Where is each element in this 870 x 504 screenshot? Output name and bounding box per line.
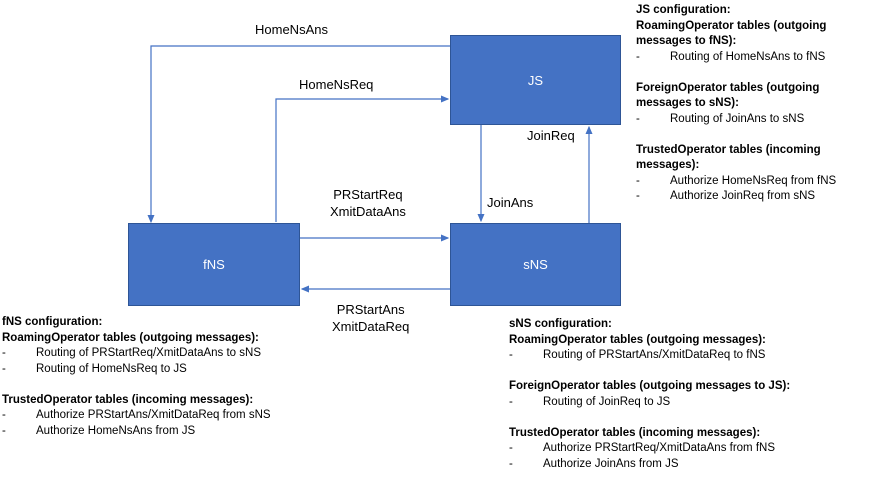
node-sns-label: sNS	[523, 257, 548, 272]
bullet-dash-icon: -	[2, 409, 6, 421]
config-item-list: - Routing of JoinAns to sNS	[636, 112, 870, 128]
config-section-gap	[509, 410, 870, 426]
node-fns[interactable]: fNS	[128, 223, 300, 306]
config-section: TrustedOperator tables (incoming message…	[2, 393, 332, 440]
config-item-text: Authorize HomeNsReq from fNS	[670, 174, 837, 187]
config-item: - Routing of JoinAns to sNS	[636, 112, 870, 128]
config-item-text: Routing of HomeNsReq to JS	[36, 362, 187, 375]
config-item-text: Routing of JoinReq to JS	[543, 395, 671, 408]
bullet-dash-icon: -	[509, 349, 513, 361]
config-section: RoamingOperator tables (outgoing message…	[636, 19, 870, 66]
config-section-heading: RoamingOperator tables (outgoing message…	[2, 331, 259, 344]
bullet-dash-icon: -	[636, 174, 640, 187]
bullet-dash-icon: -	[636, 50, 640, 63]
config-item: - Authorize HomeNsAns from JS	[2, 424, 332, 440]
config-section: RoamingOperator tables (outgoing message…	[509, 333, 870, 364]
config-section-heading: RoamingOperator tables (outgoing message…	[509, 333, 766, 346]
bullet-dash-icon: -	[2, 347, 6, 359]
config-section: RoamingOperator tables (outgoing message…	[2, 331, 332, 378]
config-item-list: - Routing of PRStartAns/XmitDataReq to fN…	[509, 348, 870, 364]
config-section-gap	[509, 364, 870, 380]
config-item-list: - Routing of JoinReq to JS	[509, 395, 870, 411]
node-sns[interactable]: sNS	[450, 223, 621, 306]
config-block-sns: sNS configuration: RoamingOperator tables…	[509, 317, 870, 472]
config-item-text: Authorize PRStartReq/XmitDataAns from fN…	[543, 442, 775, 454]
config-section-heading: TrustedOperator tables (incoming message…	[2, 393, 254, 406]
bullet-dash-icon: -	[636, 190, 640, 202]
config-item: - Routing of HomeNsAns to fNS	[636, 50, 870, 66]
edge-label-joinreq: JoinReq	[527, 128, 575, 143]
config-item: - Authorize JoinReq from sNS	[636, 189, 870, 205]
config-item: - Authorize HomeNsReq from fNS	[636, 174, 870, 190]
config-block-js: JS configuration: RoamingOperator tables …	[636, 3, 870, 205]
edge-homensreq-arrow	[275, 95, 450, 222]
edge-label-homensreq: HomeNsReq	[299, 77, 374, 92]
config-item: - Authorize JoinAns from JS	[509, 457, 870, 473]
bullet-dash-icon: -	[509, 457, 513, 470]
config-section: ForeignOperator tables (outgoing message…	[509, 379, 870, 410]
bullet-dash-icon: -	[509, 395, 513, 408]
config-item-text: Authorize HomeNsAns from JS	[36, 424, 196, 437]
config-section-gap	[636, 127, 870, 143]
bullet-dash-icon: -	[636, 112, 640, 125]
config-item-text: Authorize PRStartAns/XmitDataReq from sN…	[36, 409, 271, 421]
config-title-js: JS configuration:	[636, 4, 731, 16]
edge-homensans-arrow	[147, 45, 450, 224]
node-js[interactable]: JS	[450, 35, 621, 125]
config-item-text: Routing of HomeNsAns to fNS	[670, 50, 826, 63]
config-section-heading: TrustedOperator tables (incoming message…	[509, 426, 761, 439]
config-section-gap	[2, 377, 332, 393]
node-js-label: JS	[527, 72, 544, 88]
config-item-text: Routing of JoinAns to sNS	[670, 112, 805, 125]
config-item: - Authorize PRStartReq/XmitDataAns from f…	[509, 441, 870, 457]
config-item-list: - Authorize HomeNsReq from fNS - Authorize …	[636, 174, 870, 205]
config-item-text: Authorize JoinReq from sNS	[670, 190, 816, 202]
bullet-dash-icon: -	[2, 424, 6, 437]
config-block-fns: fNS configuration: RoamingOperator tables…	[2, 315, 332, 439]
config-item: - Routing of JoinReq to JS	[509, 395, 870, 411]
config-item-list: - Authorize PRStartAns/XmitDataReq from s…	[2, 408, 332, 439]
config-section-heading: ForeignOperator tables (outgoing message…	[509, 380, 791, 392]
config-item-list: - Authorize PRStartReq/XmitDataAns from f…	[509, 441, 870, 472]
edge-label-prstartans: PRStartAns XmitDataReq	[332, 302, 410, 334]
config-title-fns: fNS configuration:	[2, 316, 103, 328]
config-item: - Routing of PRStartAns/XmitDataReq to fN…	[509, 348, 870, 364]
config-item-text: Routing of PRStartReq/XmitDataAns to sNS	[36, 347, 261, 359]
config-title-sns: sNS configuration:	[509, 318, 612, 330]
node-fns-label: fNS	[203, 257, 225, 272]
config-section-gap	[636, 65, 870, 81]
config-item-text: Routing of PRStartAns/XmitDataReq to fNS	[543, 349, 766, 361]
config-item: - Authorize PRStartAns/XmitDataReq from s…	[2, 408, 332, 424]
edge-label-homensans: HomeNsAns	[255, 22, 328, 37]
config-section-heading: RoamingOperator tables (outgoing message…	[636, 19, 830, 48]
config-section-heading: TrustedOperator tables (incoming message…	[636, 143, 824, 172]
edge-label-prstartreq: PRStartReq XmitDataAns	[330, 187, 406, 219]
config-section: ForeignOperator tables (outgoing message…	[636, 81, 870, 128]
bullet-dash-icon: -	[509, 442, 513, 454]
config-item-list: - Routing of HomeNsAns to fNS	[636, 50, 870, 66]
config-item-list: - Routing of PRStartReq/XmitDataAns to sN…	[2, 346, 332, 377]
config-section-heading: ForeignOperator tables (outgoing message…	[636, 81, 823, 110]
config-section: TrustedOperator tables (incoming message…	[509, 426, 870, 473]
config-item: - Routing of PRStartReq/XmitDataAns to sN…	[2, 346, 332, 362]
config-section: TrustedOperator tables (incoming message…	[636, 143, 870, 205]
bullet-dash-icon: -	[2, 362, 6, 375]
edge-label-joinans: JoinAns	[487, 195, 534, 210]
config-item: - Routing of HomeNsReq to JS	[2, 362, 332, 378]
config-item-text: Authorize JoinAns from JS	[543, 457, 679, 470]
